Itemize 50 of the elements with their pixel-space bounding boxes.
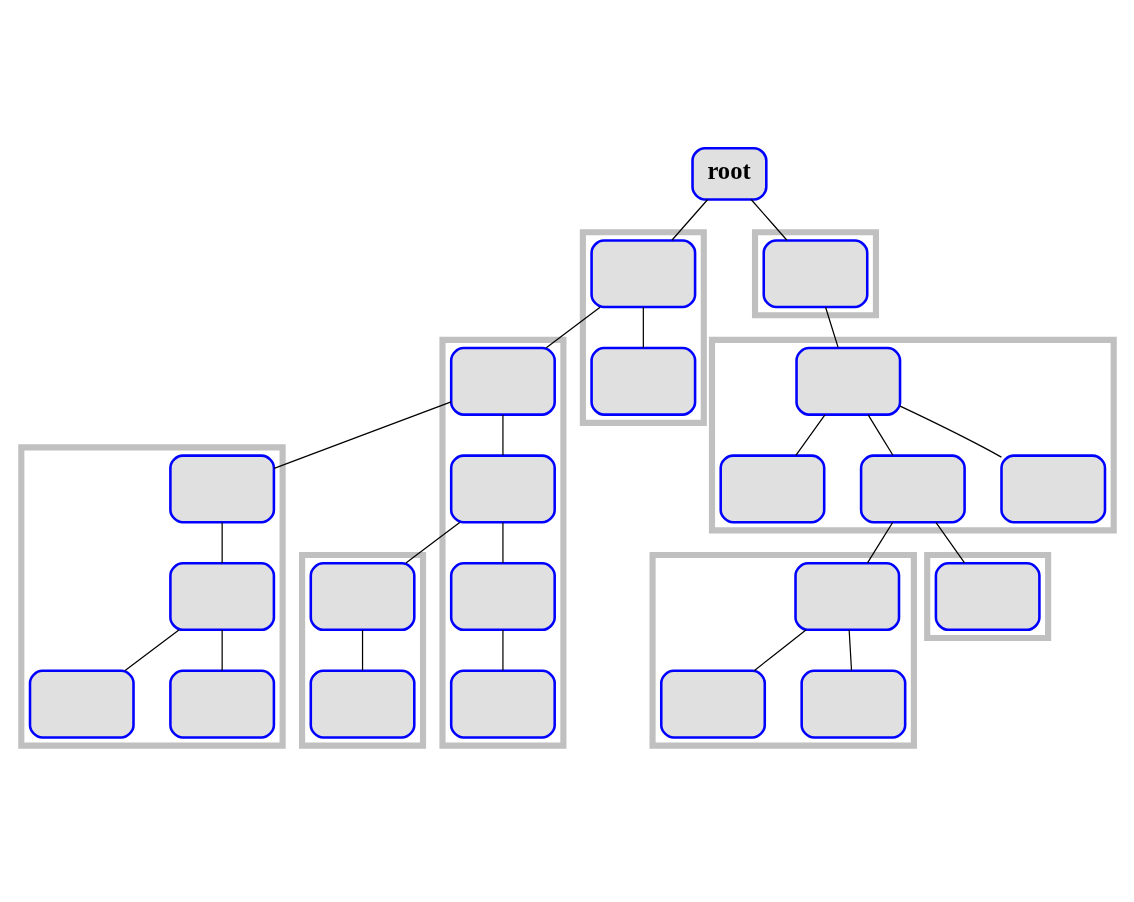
cluster [649,551,917,749]
node-box: root [690,146,768,201]
connector [866,521,893,564]
connector [848,629,852,672]
node-box [449,669,556,739]
node-box [794,346,901,416]
cluster [298,551,426,749]
connector [124,629,179,672]
node-box [168,561,275,632]
connector [404,521,460,564]
cluster [751,229,879,319]
cluster [708,336,1117,534]
node-box [761,239,869,309]
cluster [17,444,286,749]
connector [361,629,363,672]
connector [642,306,644,349]
connector [545,306,601,349]
connector [899,405,1002,458]
node-box [589,346,696,416]
node-box [799,669,906,739]
node-box [659,669,766,739]
connector [221,521,223,564]
connector [867,414,894,456]
connector [670,198,708,241]
connector [501,629,504,672]
connector [753,629,806,672]
node-box [934,561,1041,632]
connector [221,629,223,672]
node-box [449,561,556,632]
node-box [793,561,900,632]
node-box [718,454,825,524]
connector [934,521,965,564]
connector [794,414,826,456]
node-box [309,561,416,632]
node-box [449,346,556,416]
node-box [999,454,1106,524]
cluster [923,551,1051,642]
node-box [449,454,556,524]
node-box [589,239,696,309]
connector [750,198,788,241]
cluster [438,336,566,749]
connector [501,521,504,564]
node-box [859,454,966,524]
connector [501,414,504,456]
node-box [309,669,416,739]
connector [273,401,452,469]
node-box [28,669,135,739]
node-box [168,669,275,739]
cluster [579,229,707,426]
node-box [168,454,275,524]
